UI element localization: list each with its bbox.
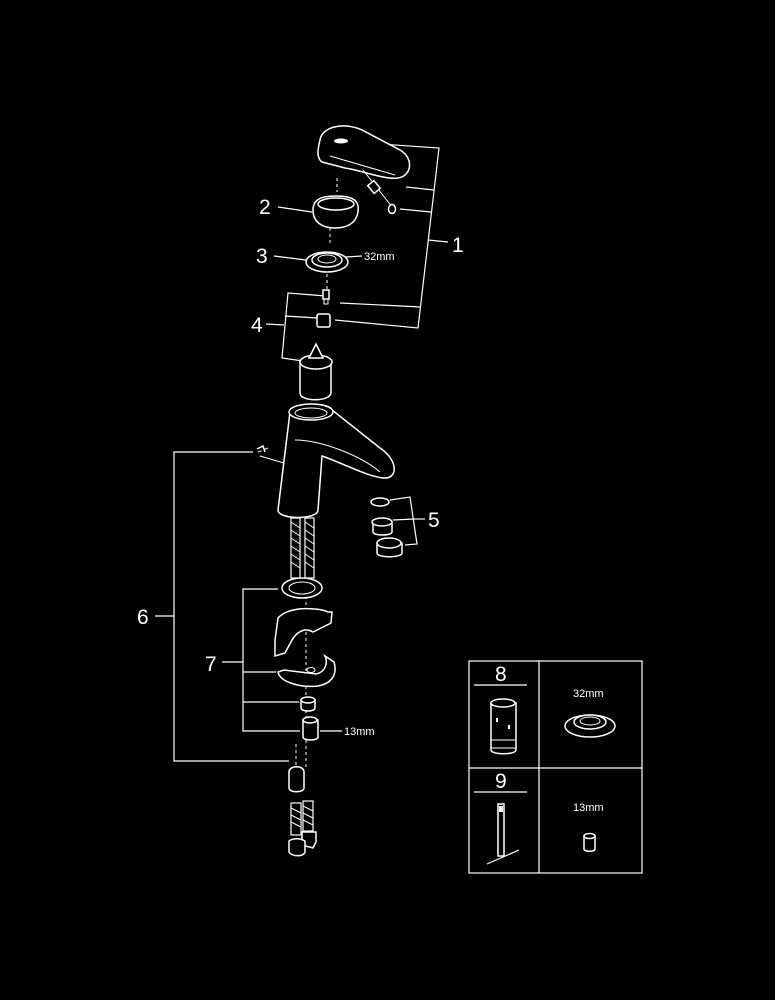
- tool-table: [468, 660, 643, 874]
- cartridge-socket-tool: [490, 698, 517, 755]
- cartridge-adapter-part: [316, 313, 331, 328]
- o-ring-part: [281, 577, 323, 599]
- fixing-plate-part: [277, 653, 336, 688]
- table-nut-13mm: [583, 832, 596, 852]
- callout-7-label: 7: [205, 653, 217, 676]
- supply-hoses-part: [290, 517, 315, 579]
- callout-6-label: 6: [137, 606, 149, 629]
- callout-2-leader: [277, 206, 313, 213]
- callout-6-bracket: [155, 451, 289, 762]
- pull-rod-knob-part: [288, 744, 305, 793]
- escutcheon-cap-part: [312, 195, 360, 229]
- flexible-hose-connectors-part: [288, 800, 317, 857]
- cartridge-screw-part: [322, 289, 330, 305]
- table-nut-32mm: [564, 714, 616, 738]
- aerator-housing-part: [376, 537, 403, 558]
- dim-32-leader: [345, 255, 363, 258]
- table-dim-13mm: 13mm: [573, 802, 604, 814]
- cartridge-part: [299, 342, 333, 401]
- dim-13mm-label: 13mm: [344, 726, 375, 738]
- callout-1-bracket: [334, 143, 449, 329]
- callout-5-label: 5: [428, 509, 440, 532]
- callout-1-label: 1: [452, 234, 464, 257]
- callout-3-label: 3: [256, 245, 268, 268]
- callout-3-leader: [273, 255, 307, 261]
- tool-8-number: 8: [495, 663, 507, 686]
- dim-32mm-label: 32mm: [364, 251, 395, 263]
- retaining-nut-part: [305, 251, 349, 273]
- t-wrench-tool: [486, 803, 520, 865]
- table-dim-32mm: 32mm: [573, 688, 604, 700]
- callout-4-bracket: [265, 292, 327, 362]
- callout-7-bracket: [222, 588, 300, 732]
- aerator-insert-part: [371, 517, 393, 536]
- callout-5-bracket: [389, 496, 425, 546]
- aerator-washer-part: [370, 497, 390, 507]
- spacer-nut-part: [300, 696, 316, 712]
- support-plate-part: [274, 607, 333, 658]
- hex-nut-13mm-part: [302, 716, 319, 741]
- callout-4-label: 4: [251, 314, 263, 337]
- lever-handle-part: [317, 125, 411, 215]
- mixer-body-part: [256, 403, 395, 519]
- tool-9-number: 9: [495, 770, 507, 793]
- callout-2-label: 2: [259, 196, 271, 219]
